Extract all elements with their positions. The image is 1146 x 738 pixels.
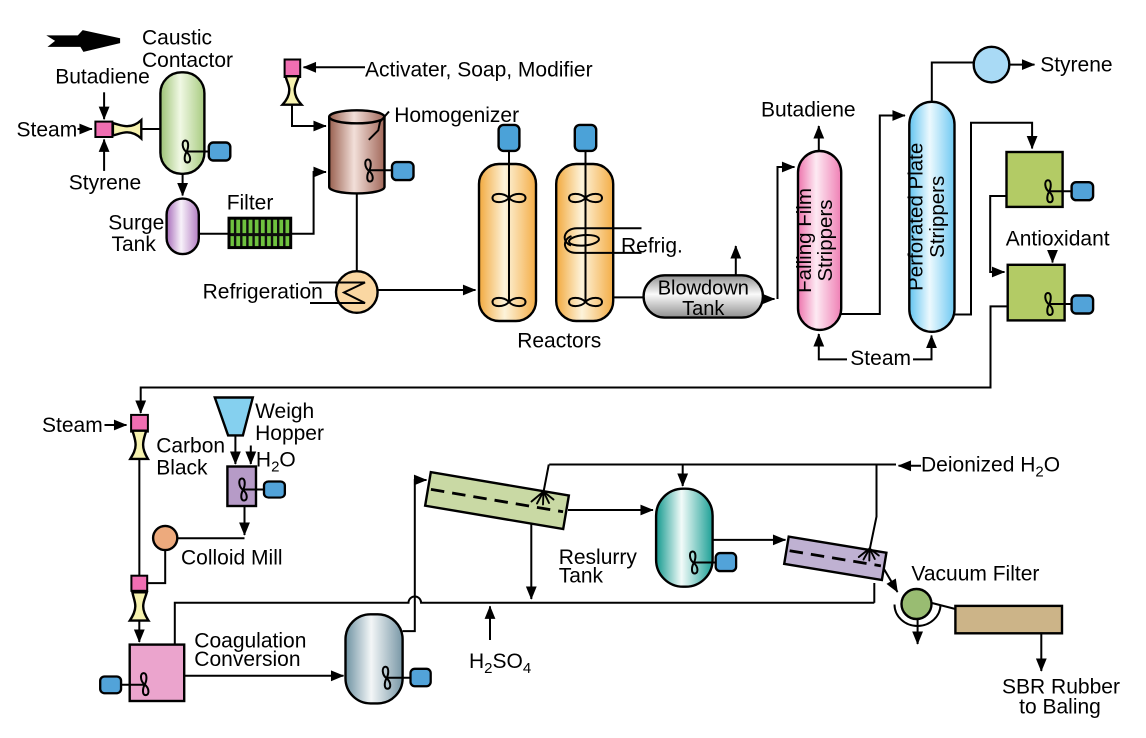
svg-text:Tank: Tank <box>112 233 157 256</box>
svg-text:Tank: Tank <box>682 298 725 320</box>
svg-text:Conversion: Conversion <box>194 648 300 671</box>
svg-text:H2SO4: H2SO4 <box>469 650 531 677</box>
svg-text:Butadiene: Butadiene <box>55 65 150 88</box>
svg-text:Vacuum Filter: Vacuum Filter <box>911 562 1039 585</box>
svg-text:Filter: Filter <box>227 192 274 215</box>
svg-text:Strippers: Strippers <box>926 176 949 258</box>
svg-text:SBR Rubber: SBR Rubber <box>1002 676 1120 699</box>
svg-text:Weigh: Weigh <box>255 400 314 423</box>
svg-text:Styrene: Styrene <box>69 172 141 195</box>
svg-text:Contactor: Contactor <box>142 49 233 72</box>
svg-text:Steam: Steam <box>17 118 78 141</box>
svg-text:Reactors: Reactors <box>517 330 601 353</box>
svg-text:Antioxidant: Antioxidant <box>1006 228 1110 251</box>
svg-text:Activater, Soap, Modifier: Activater, Soap, Modifier <box>365 59 593 82</box>
svg-text:to Baling: to Baling <box>1019 695 1101 718</box>
svg-text:Steam: Steam <box>42 414 103 437</box>
svg-text:Butadiene: Butadiene <box>761 99 856 122</box>
svg-text:Colloid Mill: Colloid Mill <box>181 547 283 570</box>
svg-text:Black: Black <box>156 456 208 479</box>
svg-text:Refrig.: Refrig. <box>621 235 683 258</box>
svg-text:Homogenizer: Homogenizer <box>394 104 519 127</box>
svg-text:Falling Film: Falling Film <box>793 188 816 293</box>
svg-text:Strippers: Strippers <box>814 199 837 281</box>
svg-text:Steam: Steam <box>850 347 911 370</box>
svg-text:Blowdown: Blowdown <box>658 277 749 299</box>
svg-text:Coagulation: Coagulation <box>194 630 306 653</box>
svg-text:Styrene: Styrene <box>1040 54 1112 77</box>
svg-text:Carbon: Carbon <box>156 434 225 457</box>
svg-text:Deionized H2O: Deionized H2O <box>921 453 1060 480</box>
svg-text:Hopper: Hopper <box>255 422 324 445</box>
svg-text:Surge: Surge <box>108 212 164 235</box>
svg-text:Refrigeration: Refrigeration <box>203 281 323 304</box>
svg-text:Reslurry: Reslurry <box>559 546 638 569</box>
svg-text:Tank: Tank <box>559 564 604 587</box>
svg-text:Caustic: Caustic <box>142 26 212 49</box>
svg-text:Perforated Plate: Perforated Plate <box>905 143 928 291</box>
